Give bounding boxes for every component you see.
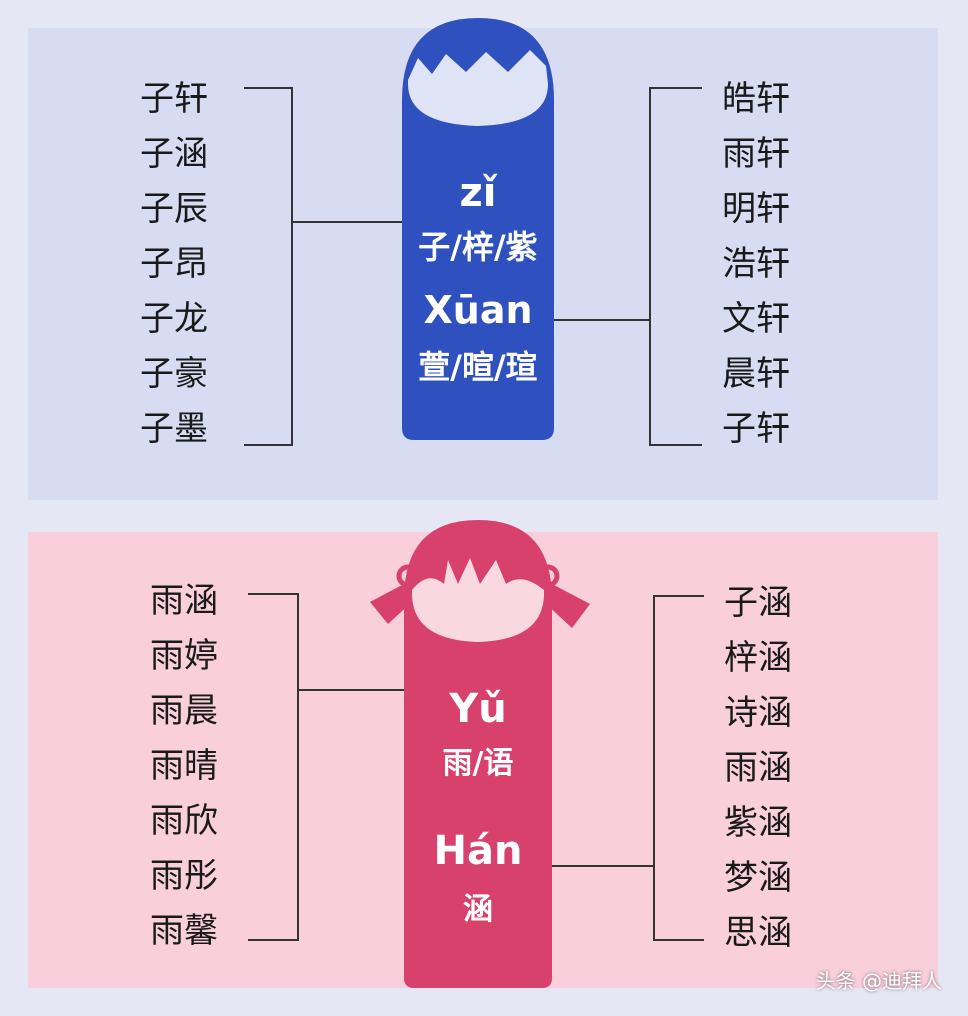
name-item: 子龙 xyxy=(140,299,208,339)
watermark: 头条 @迪拜人 xyxy=(815,969,942,993)
name-item: 浩轩 xyxy=(722,244,790,284)
name-item: 子涵 xyxy=(140,134,208,174)
name-item: 子涵 xyxy=(724,583,792,623)
name-item: 思涵 xyxy=(724,913,792,953)
name-item: 雨欣 xyxy=(150,801,218,841)
right-pigtail xyxy=(544,584,590,628)
name-item: 雨涵 xyxy=(724,748,792,788)
name-item: 子辰 xyxy=(140,189,208,229)
girl-tag xyxy=(370,520,590,988)
boy-pinyin-2: Xūan xyxy=(423,288,533,332)
boy-brackets xyxy=(244,87,702,446)
girl-pinyin-2: Hán xyxy=(433,828,523,874)
left-pigtail xyxy=(370,584,414,624)
boy-right-names: 皓轩 雨轩 明轩 浩轩 文轩 晨轩 子轩 xyxy=(722,72,790,457)
boy-chars-1: 子/梓/紫 xyxy=(418,228,538,266)
boy-chars-2: 萱/暄/瑄 xyxy=(418,348,538,386)
name-item: 子豪 xyxy=(140,354,208,394)
name-item: 子轩 xyxy=(140,79,208,119)
name-item: 雨晴 xyxy=(150,746,218,786)
girl-chars-2: 涵 xyxy=(463,892,493,927)
girl-chars-1: 雨/语 xyxy=(442,746,514,781)
name-item: 雨涵 xyxy=(150,581,218,621)
name-item: 子墨 xyxy=(140,409,208,449)
name-item: 子昂 xyxy=(140,244,208,284)
name-item: 雨晨 xyxy=(150,691,218,731)
name-item: 雨轩 xyxy=(722,134,790,174)
name-item: 雨馨 xyxy=(150,911,218,951)
name-item: 文轩 xyxy=(722,299,790,339)
boy-face xyxy=(408,50,548,126)
name-item: 梦涵 xyxy=(724,858,792,898)
name-item: 梓涵 xyxy=(724,638,792,678)
boy-left-names: 子轩 子涵 子辰 子昂 子龙 子豪 子墨 xyxy=(140,72,208,457)
name-item: 皓轩 xyxy=(722,79,790,119)
boy-tag xyxy=(402,18,554,440)
name-item: 晨轩 xyxy=(722,354,790,394)
girl-brackets xyxy=(248,593,704,941)
girl-left-names: 雨涵 雨婷 雨晨 雨晴 雨欣 雨彤 雨馨 xyxy=(150,574,218,959)
name-item: 子轩 xyxy=(722,409,790,449)
girl-face xyxy=(411,558,545,642)
name-item: 诗涵 xyxy=(724,693,792,733)
girl-pinyin-1: Yǔ xyxy=(449,686,507,732)
name-item: 明轩 xyxy=(722,189,790,229)
girl-right-names: 子涵 梓涵 诗涵 雨涵 紫涵 梦涵 思涵 xyxy=(724,576,792,961)
name-item: 紫涵 xyxy=(724,803,792,843)
name-item: 雨彤 xyxy=(150,856,218,896)
boy-pinyin-1: zǐ xyxy=(459,170,497,216)
name-item: 雨婷 xyxy=(150,636,218,676)
